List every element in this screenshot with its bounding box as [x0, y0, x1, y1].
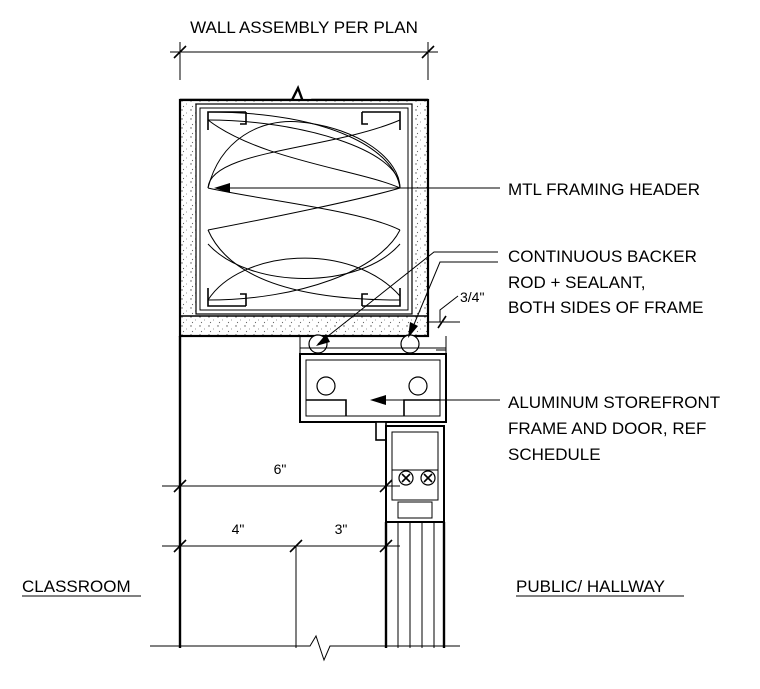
- backer-rod-label-1: CONTINUOUS BACKER: [508, 247, 697, 266]
- four-three-dimension: 4" 3": [162, 521, 400, 553]
- aluminum-frame-label-1: ALUMINUM STOREFRONT: [508, 393, 720, 412]
- four-inch-text: 4": [232, 521, 245, 537]
- storefront-head-frame: [299, 353, 447, 441]
- backer-rod-sealant: [299, 334, 447, 354]
- metal-stud-bottom-right: [361, 288, 401, 307]
- mtl-framing-label: MTL FRAMING HEADER: [508, 180, 700, 199]
- aluminum-frame-label-2: FRAME AND DOOR, REF: [508, 419, 706, 438]
- lower-wall: [150, 335, 460, 662]
- three-inch-text: 3": [335, 521, 348, 537]
- aluminum-frame-label-3: SCHEDULE: [508, 445, 601, 464]
- backer-rod-label-2: ROD + SEALANT,: [508, 273, 645, 292]
- metal-stud-top-right: [361, 111, 401, 130]
- wall-assembly-dimension: WALL ASSEMBLY PER PLAN: [170, 18, 438, 80]
- six-inch-text: 6": [274, 461, 287, 477]
- six-inch-dimension: 6": [162, 461, 400, 493]
- room-labels: CLASSROOM PUBLIC/ HALLWAY: [22, 577, 684, 597]
- gap-dimension-text: 3/4": [460, 289, 484, 305]
- wall-header: [178, 84, 430, 338]
- aluminum-frame-leader: ALUMINUM STOREFRONT FRAME AND DOOR, REF …: [370, 393, 720, 464]
- gap-dimension: 3/4": [428, 289, 484, 351]
- backer-rod-label-3: BOTH SIDES OF FRAME: [508, 298, 704, 317]
- backer-rod-leader: CONTINUOUS BACKER ROD + SEALANT, BOTH SI…: [316, 247, 704, 346]
- wall-assembly-label: WALL ASSEMBLY PER PLAN: [190, 18, 418, 37]
- classroom-label: CLASSROOM: [22, 577, 131, 596]
- door-jamb-section: [384, 425, 446, 648]
- metal-stud-bottom-left: [207, 288, 247, 307]
- hallway-label: PUBLIC/ HALLWAY: [516, 577, 665, 596]
- mtl-framing-leader: MTL FRAMING HEADER: [214, 180, 700, 199]
